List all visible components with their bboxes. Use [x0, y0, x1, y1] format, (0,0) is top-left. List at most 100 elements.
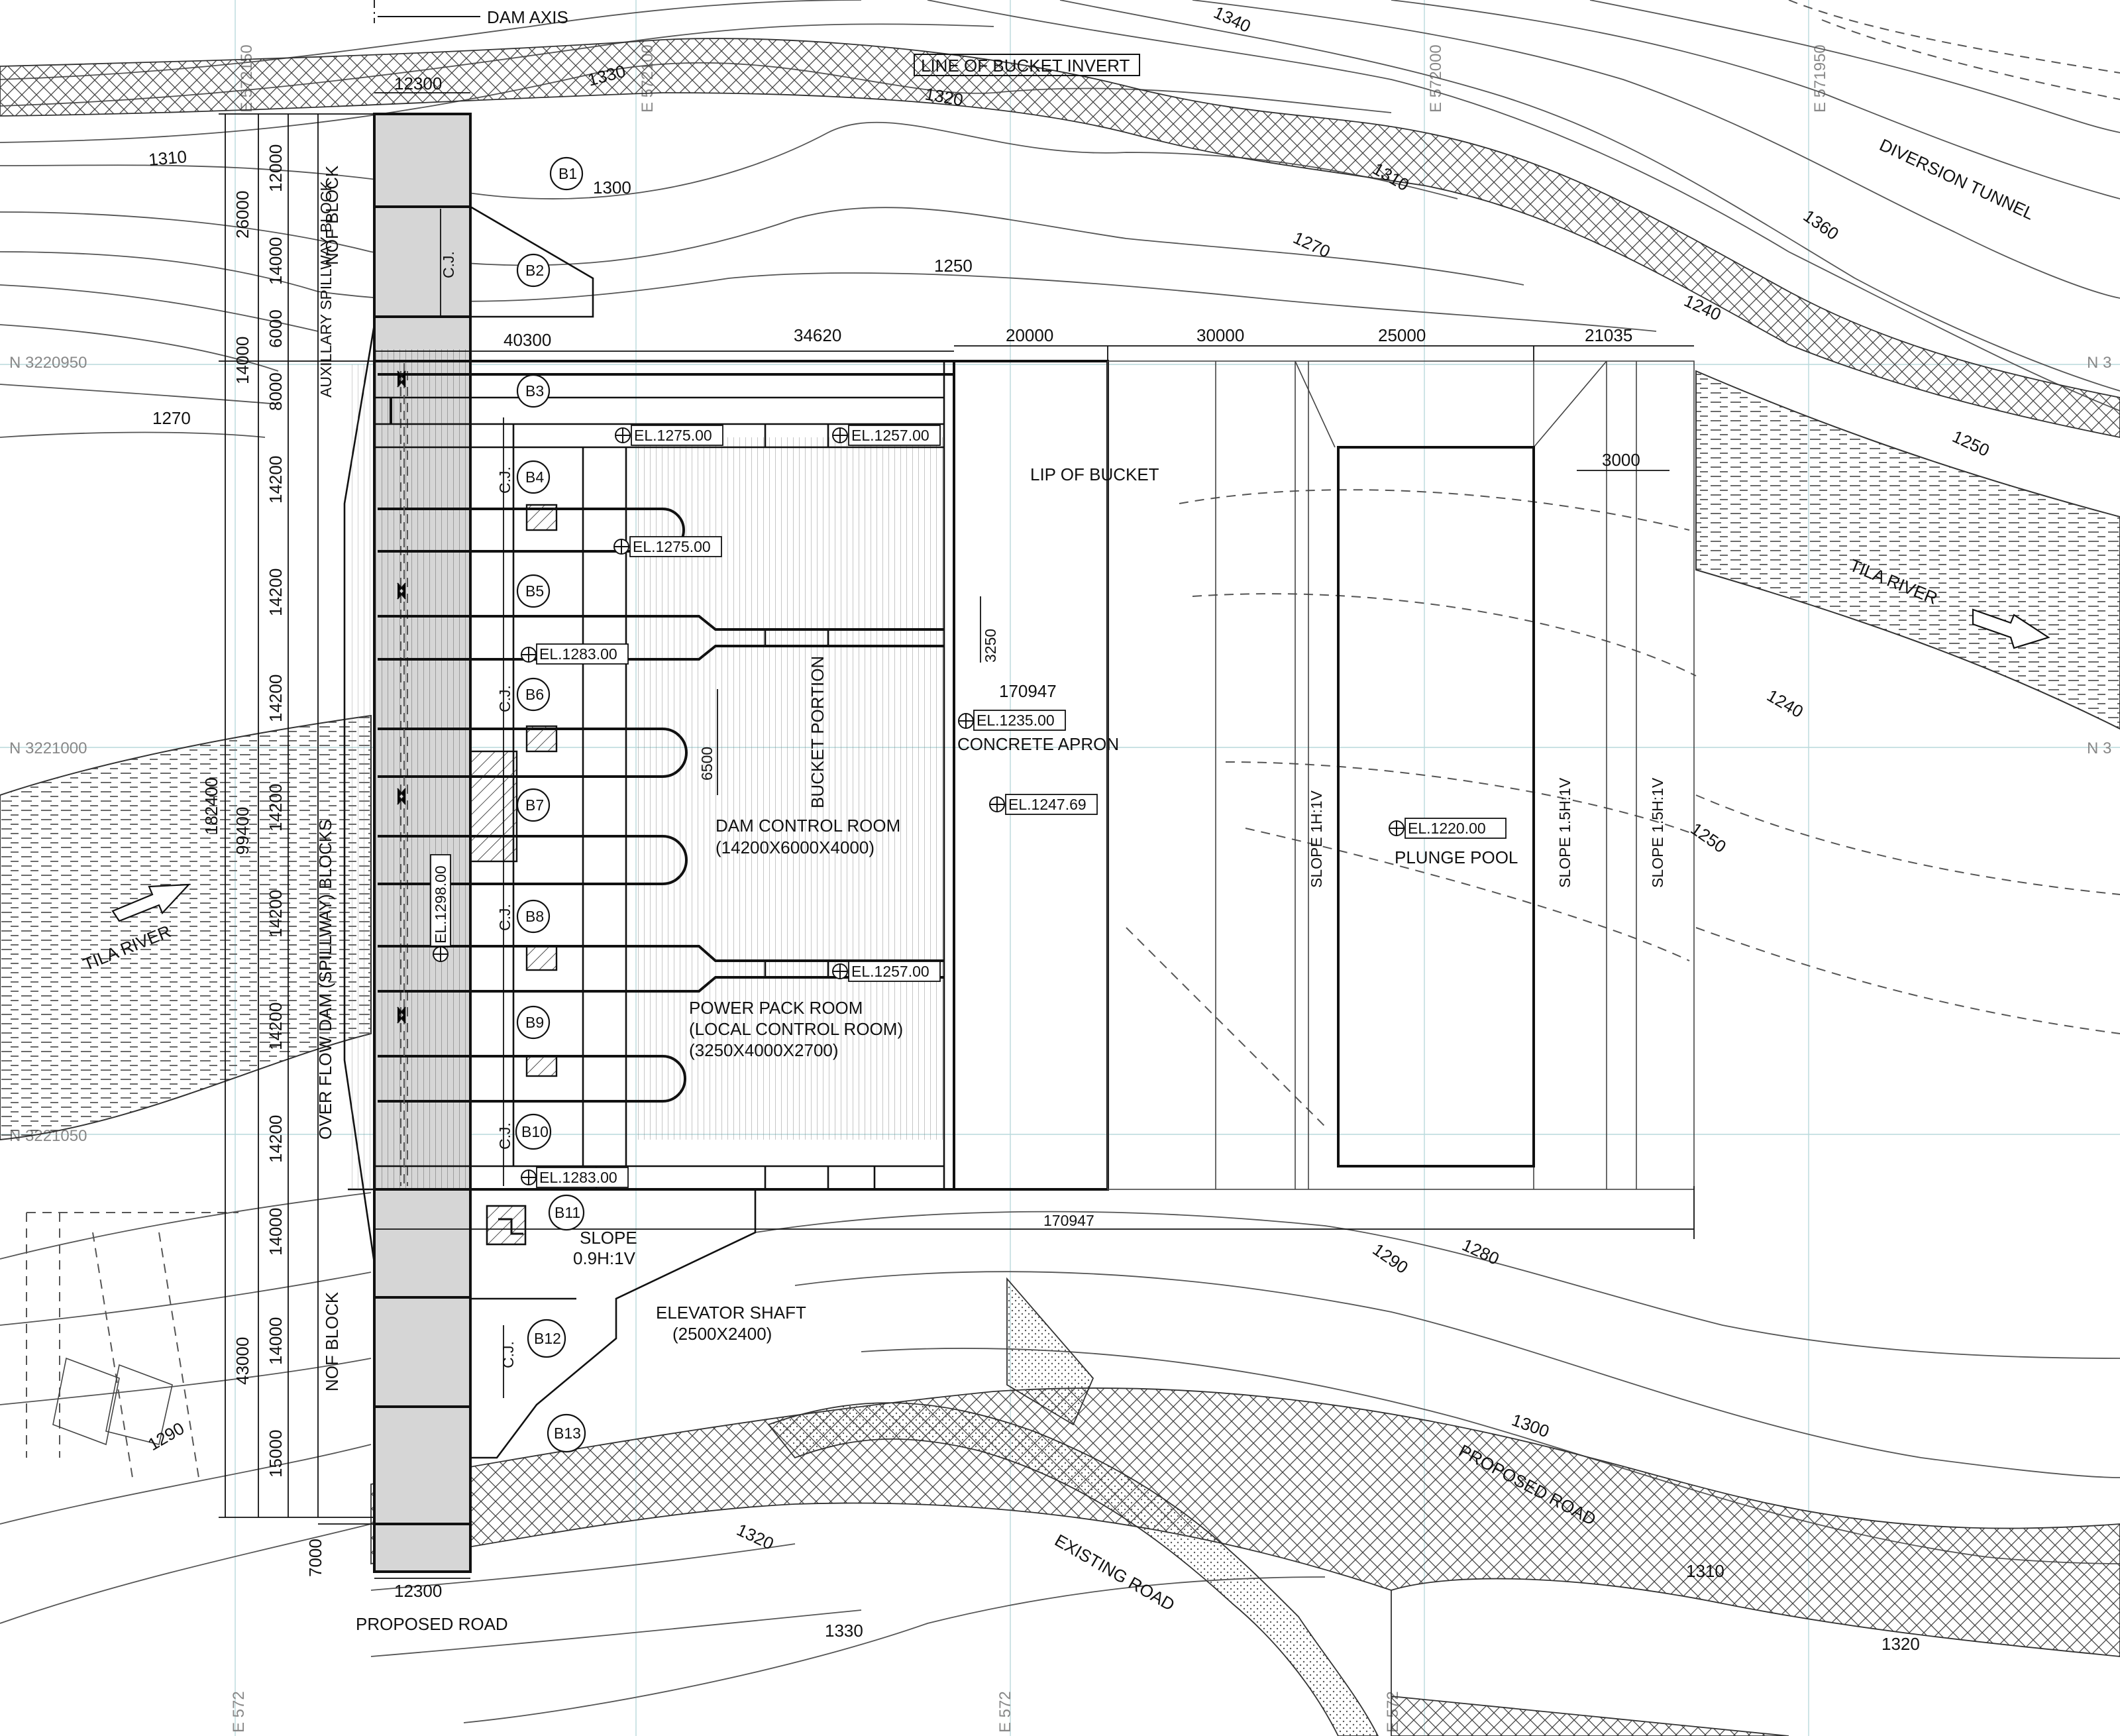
block-marker-b2: B2	[516, 253, 551, 288]
svg-text:170947: 170947	[999, 681, 1057, 701]
block-marker-b8: B8	[516, 899, 551, 934]
svg-text:6500: 6500	[698, 747, 716, 781]
grid-label: E 571950	[1811, 44, 1829, 113]
svg-text:1310: 1310	[148, 146, 187, 170]
svg-text:EL.1257.00: EL.1257.00	[851, 963, 929, 980]
block-marker-b3: B3	[516, 374, 551, 408]
svg-text:1360: 1360	[1800, 205, 1843, 244]
svg-text:20000: 20000	[1006, 325, 1053, 345]
block-marker-b13: B13	[547, 1413, 586, 1453]
block-marker-b1: B1	[549, 156, 584, 191]
block-marker-b10: B10	[515, 1113, 552, 1150]
block-marker-b12: B12	[527, 1319, 566, 1358]
svg-text:14200: 14200	[266, 456, 286, 504]
grid-label: N 3221000	[9, 739, 87, 757]
svg-text:12000: 12000	[266, 144, 286, 192]
slope-label: SLOPE 1.5H:1V	[1649, 777, 1666, 888]
elevation-tags: EL.1275.00 EL.1257.00 EL.1275.00 EL.1283…	[430, 425, 1507, 1188]
svg-text:1250: 1250	[934, 256, 973, 276]
elevation-tag: EL.1257.00	[832, 961, 941, 982]
svg-text:1320: 1320	[1882, 1634, 1920, 1654]
nof-block-bottom-label: NOF BLOCK	[322, 1291, 342, 1391]
cj-label: C.J.	[496, 904, 513, 931]
lower-contours	[0, 489, 2120, 1723]
cj-label: C.J.	[440, 251, 457, 278]
svg-text:3000: 3000	[1602, 450, 1640, 470]
svg-text:14200: 14200	[266, 1003, 286, 1050]
power-pack-label: POWER PACK ROOM	[689, 998, 863, 1018]
svg-text:B3: B3	[525, 382, 544, 400]
svg-text:B1: B1	[558, 165, 577, 182]
block-marker-b7: B7	[516, 788, 551, 822]
svg-text:21035: 21035	[1585, 325, 1632, 345]
cj-label: C.J.	[496, 685, 513, 712]
slope-label: SLOPE 1H:1V	[1308, 790, 1325, 888]
svg-text:6000: 6000	[266, 309, 286, 348]
svg-text:1300: 1300	[593, 178, 631, 197]
plunge-pool-area	[1107, 360, 1695, 1190]
bucket-portion-label: BUCKET PORTION	[808, 656, 827, 808]
svg-text:14000: 14000	[266, 1317, 286, 1365]
svg-text:EL.1283.00: EL.1283.00	[539, 1169, 617, 1186]
svg-text:1310: 1310	[1686, 1561, 1724, 1581]
slope-ratio-label: 0.9H:1V	[573, 1248, 636, 1268]
dimension-text: 12300 12300 40300 34620 20000 30000 2500…	[201, 74, 1640, 1601]
dam-axis-label: DAM AXIS	[487, 7, 568, 27]
svg-text:14000: 14000	[233, 337, 252, 384]
svg-text:B5: B5	[525, 582, 544, 600]
block-marker-b6: B6	[516, 677, 551, 712]
svg-text:1240: 1240	[1764, 685, 1807, 722]
svg-text:EL.1235.00: EL.1235.00	[977, 712, 1055, 729]
concrete-apron-label: CONCRETE APRON	[957, 734, 1119, 754]
proposed-road-label: PROPOSED ROAD	[356, 1614, 508, 1634]
block-marker-b4: B4	[516, 460, 551, 494]
svg-text:B6: B6	[525, 686, 544, 703]
elevation-tag: EL.1235.00	[958, 710, 1066, 731]
svg-text:1330: 1330	[825, 1621, 863, 1641]
svg-text:30000: 30000	[1196, 325, 1244, 345]
svg-text:25000: 25000	[1378, 325, 1426, 345]
svg-text:B8: B8	[525, 908, 544, 925]
svg-text:1320: 1320	[733, 1519, 776, 1554]
rock-band-bottom	[370, 1387, 2120, 1736]
bucket-invert-label: LINE OF BUCKET INVERT	[921, 56, 1130, 76]
svg-text:14200: 14200	[266, 675, 286, 722]
svg-text:EL.1298.00: EL.1298.00	[432, 865, 449, 944]
svg-text:14200: 14200	[266, 569, 286, 616]
grid-label: E 572	[230, 1691, 248, 1733]
svg-text:1270: 1270	[1290, 227, 1333, 262]
svg-text:43000: 43000	[233, 1337, 252, 1385]
upper-contours	[0, 0, 2120, 438]
svg-text:14200: 14200	[266, 784, 286, 832]
slope-label: SLOPE 1.5H:1V	[1556, 777, 1573, 888]
svg-text:EL.1275.00: EL.1275.00	[633, 538, 711, 555]
grid-label: N 3	[2087, 354, 2111, 372]
svg-text:7000: 7000	[305, 1539, 325, 1577]
block-marker-b11: B11	[548, 1194, 585, 1231]
elevation-tag: EL.1283.00	[521, 1167, 629, 1188]
dam-control-room-label: DAM CONTROL ROOM	[716, 816, 900, 836]
svg-text:1250: 1250	[1949, 426, 1992, 461]
svg-text:EL.1247.69: EL.1247.69	[1008, 796, 1086, 813]
svg-text:14000: 14000	[266, 237, 286, 285]
elevation-tag: EL.1275.00	[613, 536, 722, 557]
grid-label: N 3220950	[9, 354, 87, 372]
svg-text:170947: 170947	[1043, 1212, 1094, 1229]
road-spur	[1006, 1277, 1094, 1426]
svg-text:40300: 40300	[504, 330, 551, 350]
svg-text:1290: 1290	[1369, 1239, 1412, 1277]
svg-text:12300: 12300	[394, 74, 442, 93]
elevation-tag: EL.1257.00	[832, 425, 941, 446]
grid-label: N 3	[2087, 739, 2111, 757]
existing-road	[767, 1402, 1379, 1736]
svg-text:EL.1257.00: EL.1257.00	[851, 427, 929, 444]
svg-text:26000: 26000	[233, 191, 252, 239]
nof-block-top-label: NOF BLOCK	[322, 165, 342, 265]
svg-text:1300: 1300	[1509, 1409, 1552, 1441]
svg-text:EL.1220.00: EL.1220.00	[1408, 820, 1486, 837]
block-marker-b9: B9	[516, 1005, 551, 1040]
river-band-right	[1695, 370, 2120, 730]
elevation-tag: EL.1220.00	[1389, 818, 1507, 839]
elevator-shaft-label: (2500X2400)	[672, 1324, 772, 1344]
svg-text:B4: B4	[525, 468, 544, 486]
